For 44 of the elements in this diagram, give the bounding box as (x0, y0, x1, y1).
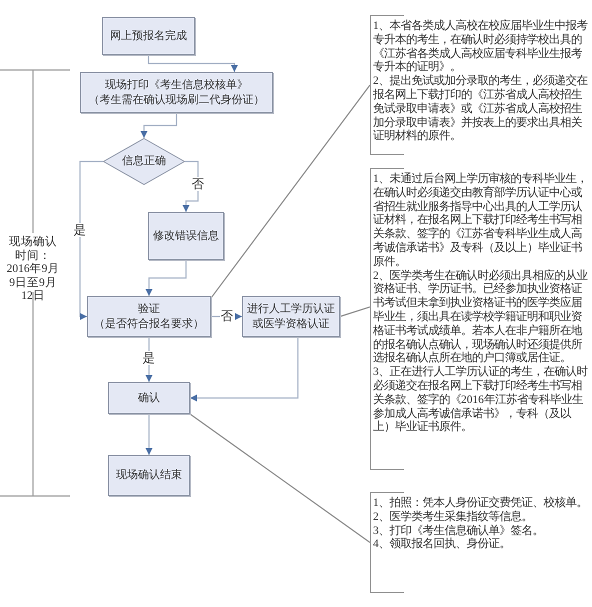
time-note: 现场确认时间：2016年9月9日至9月12日 (6, 236, 60, 304)
note-bracket (370, 15, 590, 155)
note-text: 2、提出免试或加分录取的考生，必须递交在报名网上下载打印的《江苏省成人高校招生免试录取申请表》或《江苏省成人高校招生加分录取申请表》并按表上的要求出具相关证明材料的原件。 (373, 75, 589, 144)
box-text: 信息正确 (122, 154, 166, 169)
box-text: 修改错误信息 (153, 228, 219, 244)
arrow (79, 160, 103, 320)
note-text: 2、医学类考生采集指纹等信息。 (373, 510, 534, 524)
process-box (80, 72, 273, 113)
box-text: （考生需在确认现场刷二代身份证） (88, 92, 264, 108)
edge-label: 是 (72, 223, 88, 237)
note-text: 2、医学类考生在确认时必须出具相应的从业资格证书、学历证书。已经参加执业资格证书考试但未拿到执业资格证书的医学类应届毕业生，须出具在读学校学籍证明和职业资格证书考试成绩单。若本人在非户籍所在地的报名确认点确认，现场确认时还须提供所选报名确认点所在地的户口簿或居住证。 (373, 270, 589, 366)
arrow (146, 260, 187, 296)
process-box (102, 17, 195, 55)
process-box (242, 296, 340, 337)
arrow (146, 414, 152, 455)
arrow (148, 55, 238, 72)
process-box (108, 382, 190, 414)
process-box (148, 212, 224, 260)
box-text: 确认 (138, 390, 160, 406)
note-text: 1、拍照：凭本人身份证交费凭证、校核单。 (373, 497, 589, 510)
box-text: 验证 (138, 302, 160, 316)
process-box (108, 455, 190, 496)
arrow (190, 337, 298, 402)
box-text: 现场打印《考生信息校核单》 (105, 78, 248, 92)
note-bracket (370, 168, 590, 470)
note-text: 1、本省各类成人高校在校应届毕业生中报考专升本的考生，在确认时必须持学校出具的《江苏省各类成人高校应届专科毕业生报考专升本的证明》。 (373, 20, 589, 74)
process-box (87, 296, 211, 337)
arrow (182, 160, 199, 212)
leader-line (190, 414, 370, 543)
edge-label: 是 (142, 351, 156, 365)
note-text: 4、领取报名回执、身份证。 (373, 538, 512, 552)
decision-diamond (103, 138, 185, 185)
box-text: 现场确认结束 (116, 468, 182, 483)
box-text: 进行人工学历认证或医学资格认证 (246, 302, 336, 332)
note-text: 3、正在进行人工学历认证的考生，在确认时必须递交在报名网上下载打印经考生书写相关条款、签字的《2016年江苏省专科毕业生参加成人高考诚信承诺书》，专科（及以上）毕业证书原件。 (373, 366, 589, 436)
note-text: 3、打印《考生信息确认单》签名。 (373, 524, 545, 538)
note-text: 1、未通过后台网上学历审核的专科毕业生，在确认时必须递交由教育部学历认证中心或省招生就业服务指导中心出具的人工学历认证材料，在报名网上下载打印经考生书写相关条款、签字的《江苏省专科毕业生成人高考诚信承诺书》及专科（及以上）毕业证书原件。 (373, 173, 589, 270)
edge-label: 否 (190, 177, 206, 191)
box-text: 网上预报名完成 (110, 28, 187, 44)
leader-line (340, 306, 370, 318)
arrow (140, 113, 178, 138)
edge-label: 否 (220, 309, 234, 323)
leader-line (210, 84, 370, 298)
box-text: （是否符合报名要求） (94, 316, 204, 332)
